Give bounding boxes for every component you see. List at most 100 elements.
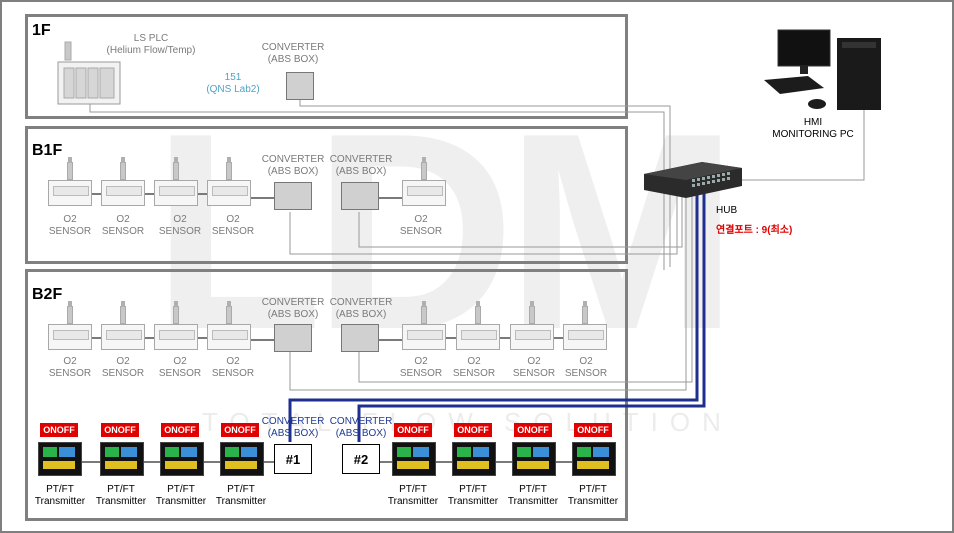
o2-sensor-device [154,324,198,350]
cable-b1f-converter2-hub [358,192,683,248]
onoff-button[interactable]: ONOFF [514,423,552,437]
sensor-probe-icon [226,157,232,180]
onoff-button[interactable]: ONOFF [161,423,199,437]
o2-sensor-device [48,324,92,350]
cable-box1-hub [288,192,699,442]
o2-sensor-device [101,324,145,350]
converter-b1f-2-box [341,182,379,210]
hub-port-note: 연결포트 : 9(최소) [716,225,793,236]
onoff-button[interactable]: ONOFF [40,423,78,437]
floor-b1f-frame [25,126,628,264]
hub-label: HUB [716,205,738,216]
plc-label: LS PLC(Helium Flow/Temp) [106,33,196,56]
lab-label: 151(QNS Lab2) [206,72,260,95]
cable-b2f-converter1-hub [289,194,687,391]
sensor-probe-icon [421,301,427,324]
floor-b2f-frame [25,269,628,521]
pt-ft-transmitter-device [38,442,82,476]
pt-ft-transmitter-device [220,442,264,476]
converter-b1f-1-label: CONVERTER(ABS BOX) [261,154,325,177]
pt-ft-transmitter-device [452,442,496,476]
sensor-probe-icon [67,157,73,180]
converter-b1f-1-box [274,182,312,210]
converter-box1: #1 [274,444,312,474]
converter-b2f-2-label: CONVERTER(ABS BOX) [329,297,393,320]
converter-box2: #2 [342,444,380,474]
sensor-probe-icon [226,301,232,324]
o2-sensor-device [402,180,446,206]
o2-sensor-device [402,324,446,350]
converter-box2-label: CONVERTER(ABS BOX) [329,416,393,439]
sensor-probe-icon [120,301,126,324]
o2-sensor-device [154,180,198,206]
pc-icon [764,29,881,110]
o2-sensor-device [101,180,145,206]
pt-ft-transmitter-device [512,442,556,476]
onoff-button[interactable]: ONOFF [454,423,492,437]
sensor-probe-icon [529,301,535,324]
cable-hub-pc [742,110,865,181]
o2-sensor-device [207,180,251,206]
o2-sensor-device [48,180,92,206]
o2-sensor-device [510,324,554,350]
converter-1f-label: CONVERTER(ABS BOX) [261,42,325,65]
hub-icon [644,162,742,198]
sensor-probe-icon [120,157,126,180]
sensor-probe-icon [475,301,481,324]
sensor-probe-icon [67,301,73,324]
onoff-button[interactable]: ONOFF [394,423,432,437]
pt-ft-transmitter-device [392,442,436,476]
sensor-probe-icon [173,301,179,324]
onoff-button[interactable]: ONOFF [221,423,259,437]
pt-ft-transmitter-device [160,442,204,476]
onoff-button[interactable]: ONOFF [574,423,612,437]
sensor-probe-icon [421,157,427,180]
floor-1f-label: 1F [32,22,51,39]
plc-icon [57,41,121,105]
onoff-button[interactable]: ONOFF [101,423,139,437]
converter-box1-label: CONVERTER(ABS BOX) [261,416,325,439]
floor-1f-frame [25,14,628,119]
converter-b1f-2-label: CONVERTER(ABS BOX) [329,154,393,177]
o2-sensor-device [456,324,500,350]
floor-b1f-label: B1F [32,142,63,159]
o2-sensor-device [207,324,251,350]
converter-b2f-1-box [274,324,312,352]
cable-b1f-converter1-hub [289,192,678,255]
o2-sensor-device [563,324,607,350]
pt-ft-transmitter-device [572,442,616,476]
sensor-probe-icon [582,301,588,324]
converter-b2f-2-box [341,324,379,352]
floor-b2f-label: B2F [32,286,63,303]
converter-b2f-1-label: CONVERTER(ABS BOX) [261,297,325,320]
cable-box2-hub [357,192,706,442]
sensor-probe-icon [173,157,179,180]
pt-ft-transmitter-device [100,442,144,476]
cable-b2f-converter2-hub [358,194,693,383]
converter-1f-box [286,72,314,100]
